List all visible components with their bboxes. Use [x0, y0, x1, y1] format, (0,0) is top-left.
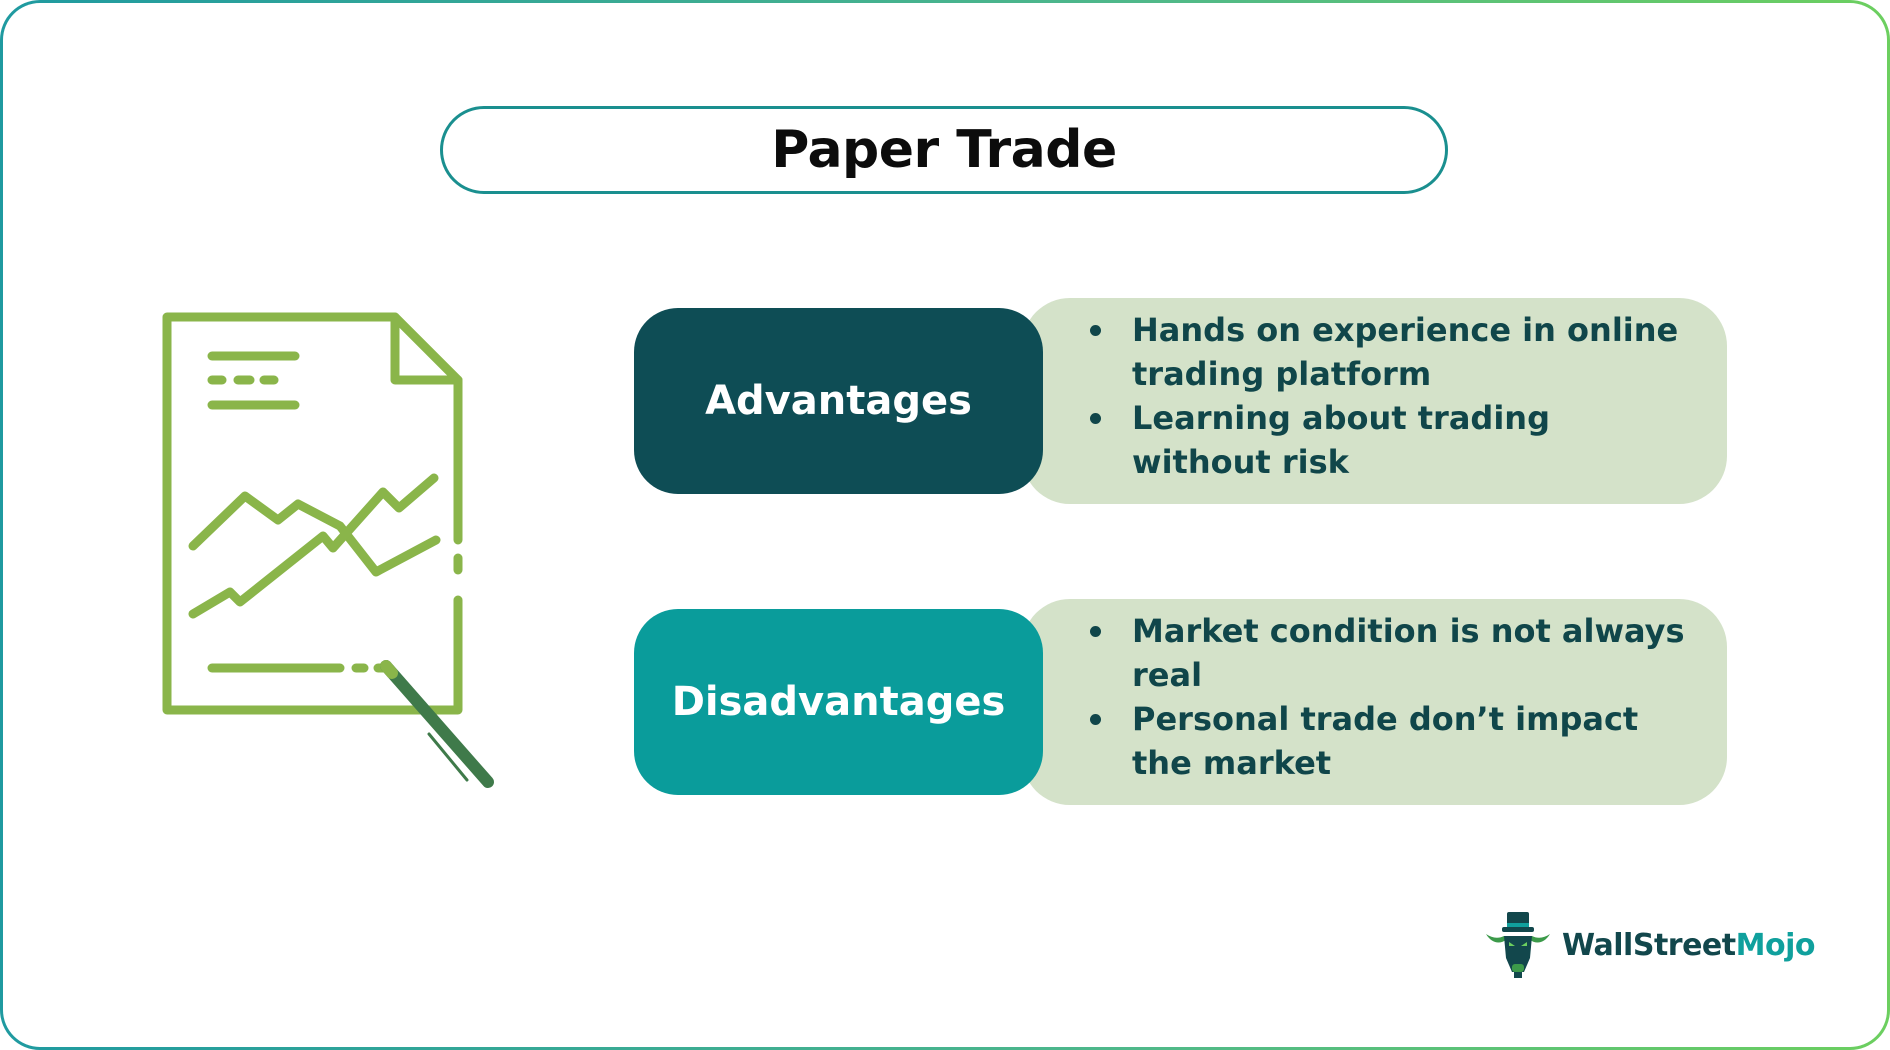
list-item: Market condition is not always real — [1090, 609, 1687, 697]
list-item: Personal trade don’t impact the market — [1090, 697, 1687, 785]
title-banner: Paper Trade — [440, 106, 1448, 194]
pen-icon — [380, 660, 494, 788]
document-chart-icon — [162, 312, 494, 788]
list-item: Learning about trading without risk — [1090, 396, 1687, 484]
advantages-list: Hands on experience in online trading pl… — [1090, 308, 1687, 484]
advantages-label-box: Advantages — [634, 308, 1043, 494]
bullet-icon — [1090, 413, 1101, 424]
brand-name: WallStreetMojo — [1562, 927, 1815, 963]
disadvantage-item-text: Personal trade don’t impact the market — [1132, 700, 1639, 782]
advantages-detail-box: Hands on experience in online trading pl… — [1022, 298, 1727, 504]
bullet-icon — [1090, 325, 1101, 336]
list-item: Hands on experience in online trading pl… — [1090, 308, 1687, 396]
bull-logo-icon — [1486, 912, 1550, 978]
disadvantage-item-text: Market condition is not always real — [1132, 612, 1685, 694]
disadvantages-label-box: Disadvantages — [634, 609, 1043, 795]
advantage-item-text: Learning about trading without risk — [1132, 399, 1550, 481]
disadvantages-detail-box: Market condition is not always real Pers… — [1022, 599, 1727, 805]
disadvantages-list: Market condition is not always real Pers… — [1090, 609, 1687, 785]
advantages-label: Advantages — [705, 378, 972, 424]
bullet-icon — [1090, 626, 1101, 637]
page-title: Paper Trade — [771, 120, 1117, 180]
brand-logo: WallStreetMojo — [1482, 910, 1815, 980]
advantage-item-text: Hands on experience in online trading pl… — [1132, 311, 1679, 393]
disadvantages-label: Disadvantages — [671, 679, 1006, 725]
bullet-icon — [1090, 714, 1101, 725]
